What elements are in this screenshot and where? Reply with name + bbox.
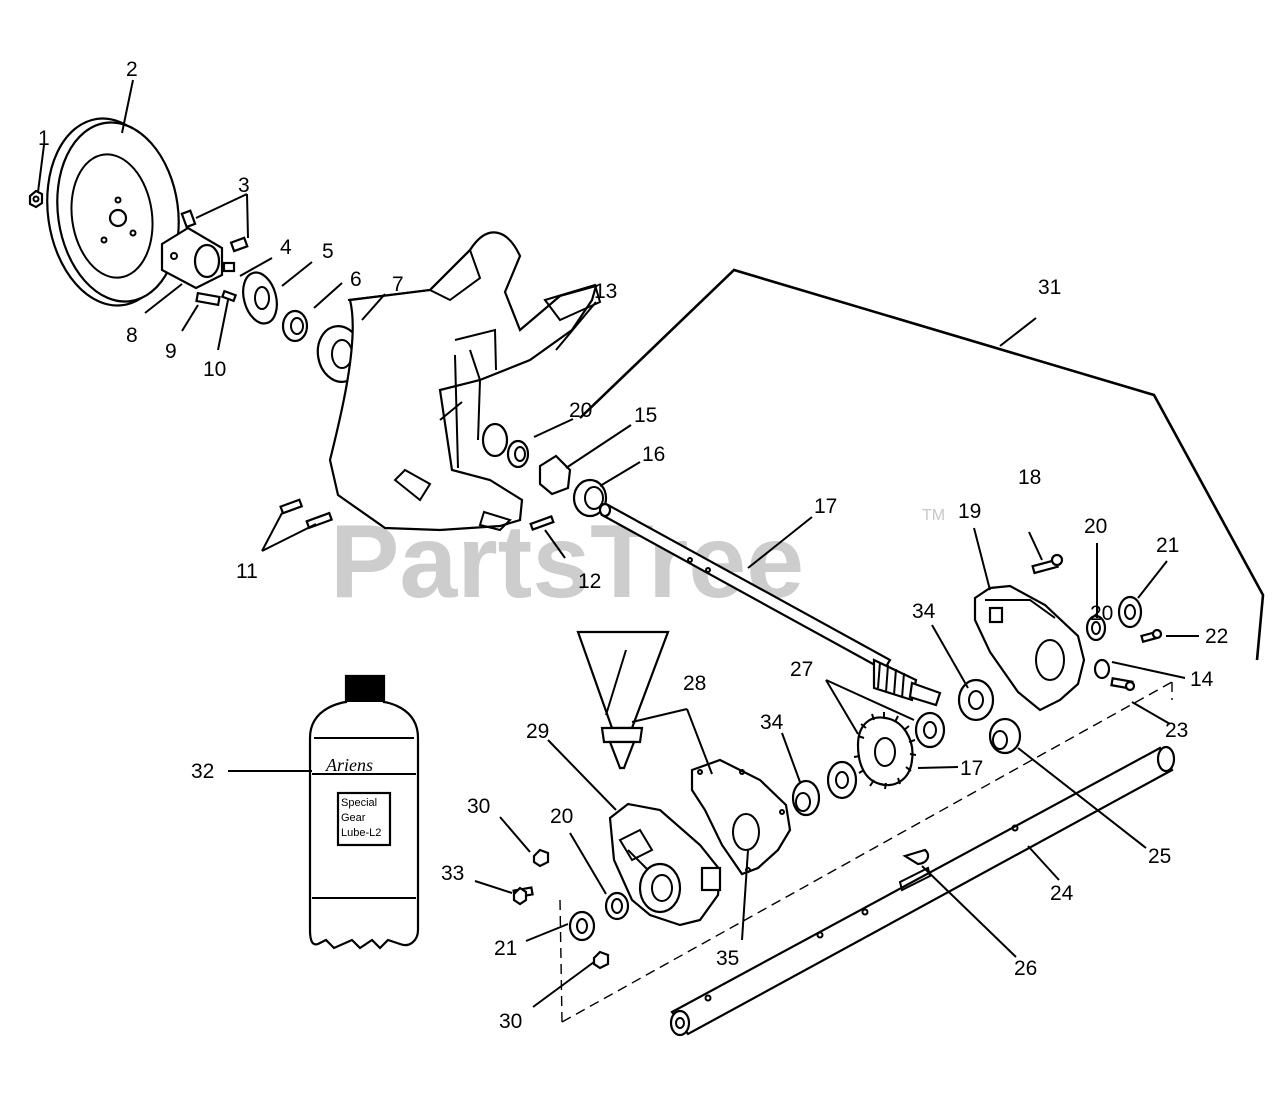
callout-label: 1	[38, 127, 50, 150]
auger-shaft	[669, 745, 1176, 1037]
callout-label: 11	[236, 560, 258, 583]
callout-label: 17	[814, 495, 837, 518]
callout-label: 29	[526, 720, 549, 743]
callout-label: 6	[350, 268, 362, 291]
callout-label: 15	[634, 404, 657, 427]
callout-label: 35	[716, 947, 739, 970]
callout-label: 17	[960, 757, 983, 780]
callout-label: 30	[499, 1010, 522, 1033]
worm-shaft	[598, 502, 942, 707]
gearcase-half-left	[608, 802, 722, 927]
callout-label: 16	[642, 443, 665, 466]
callout-label: 25	[1148, 845, 1171, 868]
grease-tube	[576, 630, 670, 770]
gasket	[690, 758, 792, 876]
callout-label: 27	[790, 658, 813, 681]
callout-label: 2	[126, 58, 138, 81]
washer-27	[914, 711, 946, 749]
callout-label: 21	[494, 937, 517, 960]
assembly-bracket	[579, 268, 1265, 661]
callout-label: 33	[441, 862, 464, 885]
callout-label: 13	[594, 280, 617, 303]
bottle-label-line-1: Special	[341, 797, 377, 809]
thrust-washer-lower	[791, 760, 858, 817]
pins	[279, 498, 334, 530]
callout-label: 30	[467, 795, 490, 818]
bottle-brand: Ariens	[325, 755, 373, 775]
callout-label: 23	[1165, 719, 1188, 742]
callout-label: 20	[569, 399, 592, 422]
pin	[529, 515, 555, 531]
callout-label: 24	[1050, 882, 1074, 905]
washer-and-bolt	[1093, 658, 1136, 692]
bottle-label-line-2: Gear	[341, 812, 366, 824]
callout-label: 4	[280, 236, 292, 259]
watermark-trademark: TM	[922, 507, 945, 524]
callout-label: 26	[1014, 957, 1037, 980]
callout-label: 10	[203, 358, 226, 381]
bolt-19	[1031, 553, 1064, 575]
callout-label: 20	[1084, 515, 1107, 538]
callout-label: 3	[238, 174, 250, 197]
hub	[160, 226, 224, 290]
bottle-label-line-3: Lube-L2	[341, 827, 381, 839]
worm-gear	[853, 712, 917, 790]
key-26	[902, 848, 930, 866]
lower-hardware	[512, 848, 630, 970]
callout-label: 7	[392, 273, 404, 296]
bearing-flange	[242, 271, 278, 325]
callout-label: 21	[1156, 534, 1179, 557]
callout-label: 34	[760, 711, 784, 734]
gear-lube-bottle: Ariens Special Gear Lube-L2	[308, 674, 420, 950]
leader-lines	[37, 79, 1199, 1008]
callout-label: 31	[1038, 276, 1061, 299]
callout-label: 12	[578, 570, 601, 593]
nut	[28, 189, 44, 209]
callout-label: 34	[912, 600, 936, 623]
set-screws	[180, 209, 249, 253]
callout-label: 14	[1190, 668, 1214, 691]
pulley	[46, 117, 180, 307]
callout-label: 22	[1205, 625, 1228, 648]
housing-bushings	[506, 439, 608, 518]
callout-label: 32	[191, 760, 214, 783]
washers-right	[1085, 595, 1143, 642]
callout-label: 28	[683, 672, 706, 695]
gearcase-half-right	[973, 584, 1086, 712]
callout-label: 20	[1090, 602, 1113, 625]
callout-label: 20	[550, 805, 573, 828]
callout-label: 18	[1018, 466, 1041, 489]
auger-housing	[328, 231, 602, 532]
callout-label: 19	[958, 500, 981, 523]
callout-label: 5	[322, 240, 334, 263]
bushing-25	[988, 717, 1022, 755]
callout-label: 9	[165, 340, 177, 363]
bearing	[281, 309, 309, 343]
callout-labels: 2 1 3 4 5 6 7 8 9 10 11 12 13 31 20 15 1…	[38, 58, 1228, 1033]
small-hardware	[195, 261, 238, 307]
callout-label: 8	[126, 324, 138, 347]
alignment-lines	[559, 681, 1173, 1023]
thrust-washer-upper	[957, 678, 995, 722]
screw-22	[1140, 628, 1163, 644]
